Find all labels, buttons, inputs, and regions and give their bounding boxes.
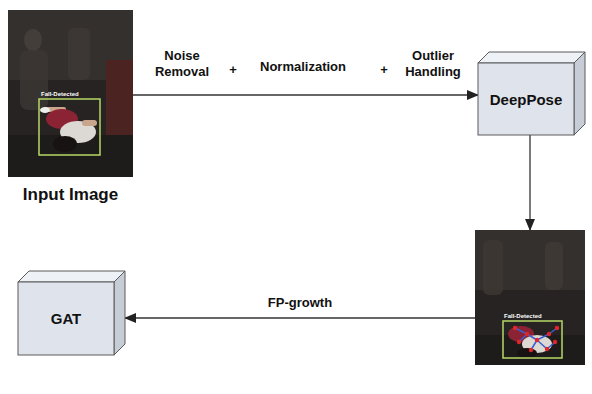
detection-tag: Fall-Detected (41, 91, 79, 98)
photo-bystander (24, 29, 42, 51)
pose-image: Fall-Detected (475, 230, 585, 365)
step-label: Noise Removal (150, 48, 214, 79)
edge-label: FP-growth (265, 295, 335, 310)
box-face: DeepPose (478, 63, 574, 135)
step-label: + (229, 62, 237, 78)
input-image: Fall-DetectedInput Image (8, 10, 133, 177)
model-box: GAT (18, 271, 125, 355)
box-side-face (574, 52, 585, 135)
box-front-face (18, 282, 114, 355)
fallen-person-hair (53, 136, 77, 152)
photo-bystander (20, 50, 48, 110)
step-label: Normalization (260, 59, 346, 75)
step-label: + (380, 62, 388, 78)
skeleton-joint (529, 348, 533, 352)
box-front-face (478, 63, 574, 135)
skeleton-joint (555, 326, 559, 330)
photo-bystander (68, 28, 90, 80)
box-face: GAT (18, 282, 114, 355)
detection-tag: Fall-Detected (504, 313, 542, 320)
skeleton-joint (525, 332, 529, 336)
pose-joints (513, 326, 559, 352)
photo-floor (475, 335, 585, 365)
flow-arrow (133, 94, 478, 95)
input-photo (8, 10, 133, 177)
box-side-face (114, 271, 125, 355)
box-top-face (478, 52, 585, 63)
photo-ground (475, 230, 585, 365)
skeleton-joint (513, 326, 517, 330)
box-title: GAT (51, 310, 82, 327)
detection-box (503, 321, 562, 358)
skeleton-joint (547, 332, 551, 336)
step-label: Outlier Handling (401, 48, 465, 79)
detection-box (39, 99, 100, 155)
pose-photo (475, 230, 585, 365)
flow-arrow (125, 317, 475, 318)
image-caption: Input Image (23, 185, 118, 205)
box-top-face (18, 271, 125, 282)
process-box: DeepPose (478, 52, 585, 135)
skeleton-joint (535, 338, 539, 342)
skeleton-joint (517, 340, 521, 344)
skeleton-joint (553, 340, 557, 344)
box-title: DeepPose (490, 91, 563, 108)
photo-ground (8, 10, 133, 177)
photo-bystander (483, 240, 503, 295)
skeleton-joint (545, 347, 549, 351)
fallen-person-arm (82, 120, 97, 126)
photo-bystander (545, 242, 563, 290)
pose-skeleton (515, 328, 557, 350)
fallen-person-hair (517, 348, 537, 358)
fallen-person-shoe (40, 107, 50, 113)
flow-arrow (529, 135, 530, 230)
photo-floor (8, 135, 133, 177)
